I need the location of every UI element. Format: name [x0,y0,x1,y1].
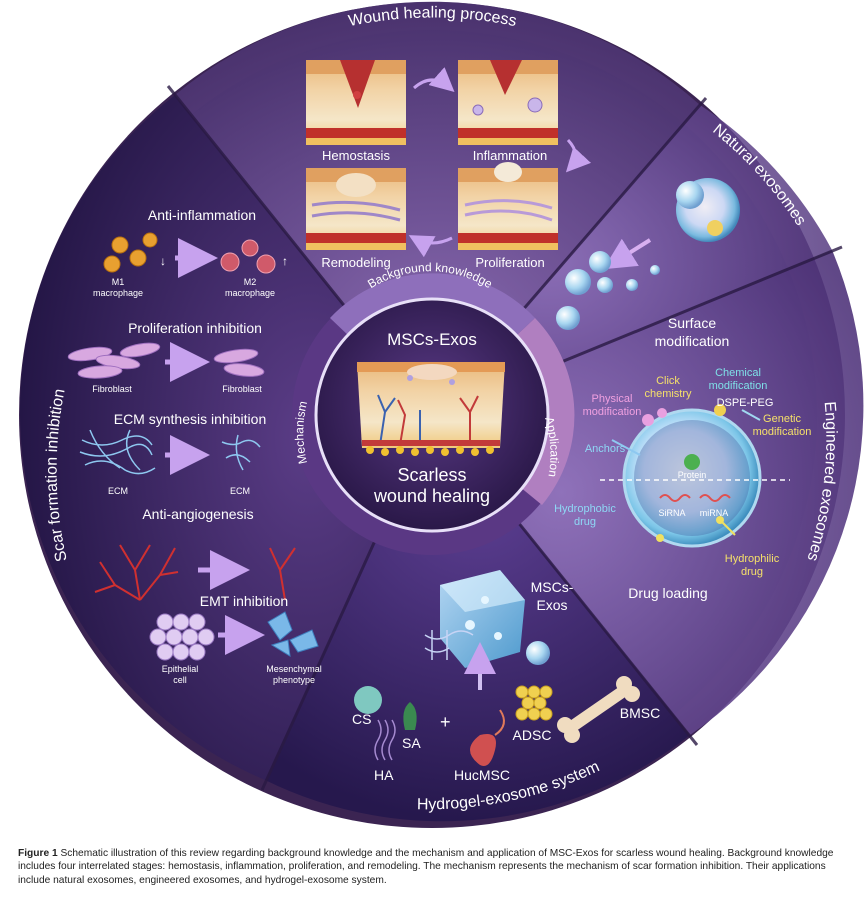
natural-exosomes-illustration [556,178,740,330]
label-fibroblast-right: Fibroblast [222,384,262,394]
label-genetic-1: Genetic [763,413,801,425]
label-protein: Protein [678,470,707,480]
engineered-exosome-illustration [600,404,790,548]
epithelial-cells [149,613,215,661]
label-m1-macrophage: macrophage [93,288,143,298]
caption-text: Schematic illustration of this review re… [18,848,834,886]
hemostasis-illustration [306,60,406,145]
skin-block-illustration [357,362,505,456]
label-hydrophilic-1: Hydrophilic [725,553,780,565]
label-physical-1: Physical [592,393,633,405]
label-m2: M2 [244,277,257,287]
label-m2-macrophage: macrophage [225,288,275,298]
label-hemostasis: Hemostasis [322,148,390,163]
label-genetic-2: modification [753,426,812,438]
macrophage-icons: ↓ ↑ [103,232,288,278]
label-dspe-peg: DSPE-PEG [717,397,774,409]
arrow-proliferation-to-remodeling [408,235,453,258]
label-anti-angiogenesis: Anti-angiogenesis [142,506,253,522]
hucmsc-cell [470,734,496,766]
label-msc-exos-1: MSCs- [531,579,574,595]
mesenchymal-cells [267,611,319,657]
label-emt-inhibition: EMT inhibition [200,593,288,609]
label-drug-loading: Drug loading [628,585,707,601]
label-mesenchymal-2: phenotype [273,675,315,685]
svg-text:↑: ↑ [282,254,288,268]
label-m1: M1 [112,277,125,287]
label-mechanism: Mechanism [292,400,310,466]
label-bmsc: BMSC [620,705,660,721]
blood-vessels [94,544,296,601]
ecm-fibers [79,429,261,475]
arrow-inflammation-to-proliferation [565,138,592,173]
center-subtitle-2: wound healing [373,486,490,506]
proliferation-illustration [458,162,558,250]
center-subtitle-1: Scarless [397,465,466,485]
label-adsc: ADSC [513,727,552,743]
sector-scar-inhibition [19,95,433,780]
label-ecm-left: ECM [108,486,128,496]
label-epithelial-1: Epithelial [162,664,199,674]
label-chemical-1: Chemical [715,367,761,379]
label-plus: + [440,712,451,732]
fibroblast-icons [67,342,265,379]
label-fibroblast-left: Fibroblast [92,384,132,394]
inflammation-illustration [458,60,558,145]
label-sirna: SiRNA [658,508,685,518]
label-mesenchymal-1: Mesenchymal [266,664,322,674]
label-inflammation: Inflammation [473,148,547,163]
label-physical-2: modification [583,406,642,418]
label-cs: CS [352,711,371,727]
label-click-1: Click [656,375,680,387]
label-proliferation: Proliferation [475,255,544,270]
wound-healing-panels: Hemostasis Inflammation Proliferation [306,60,592,270]
label-mirna: miRNA [700,508,729,518]
sa-seaweed [403,702,417,730]
label-sa: SA [402,735,421,751]
label-anti-inflammation: Anti-inflammation [148,207,256,223]
arrow-hemostasis-to-inflammation [413,67,455,92]
cs-particle [354,686,382,714]
caption-label: Figure 1 [18,848,58,859]
label-proliferation-inhibition: Proliferation inhibition [128,320,262,336]
label-ecm-inhibition: ECM synthesis inhibition [114,411,267,427]
adsc-cells [515,685,553,721]
label-remodeling: Remodeling [321,255,390,270]
label-hydrophobic-1: Hydrophobic [554,503,616,515]
svg-text:↓: ↓ [160,254,166,268]
remodeling-illustration [306,168,406,250]
hydrogel-illustration [354,570,640,766]
label-ha: HA [374,767,394,783]
label-surface-mod-1: Surface [668,315,716,331]
label-epithelial-2: cell [173,675,187,685]
label-click-2: chemistry [644,388,692,400]
label-surface-mod-2: modification [655,333,730,349]
center-title: MSCs-Exos [387,330,477,349]
label-ecm-right: ECM [230,486,250,496]
label-hucmsc: HucMSC [454,767,510,783]
label-msc-exos-2: Exos [536,597,567,613]
figure-caption: Figure 1 Schematic illustration of this … [18,847,853,887]
schematic-figure: Wound healing process Natural exosomes E… [19,1,864,828]
label-hydrophilic-2: drug [741,566,763,578]
label-hydrophobic-2: drug [574,516,596,528]
label-anchors: Anchors [585,443,626,455]
bmsc-bone [564,684,631,734]
label-chemical-2: modification [709,380,768,392]
